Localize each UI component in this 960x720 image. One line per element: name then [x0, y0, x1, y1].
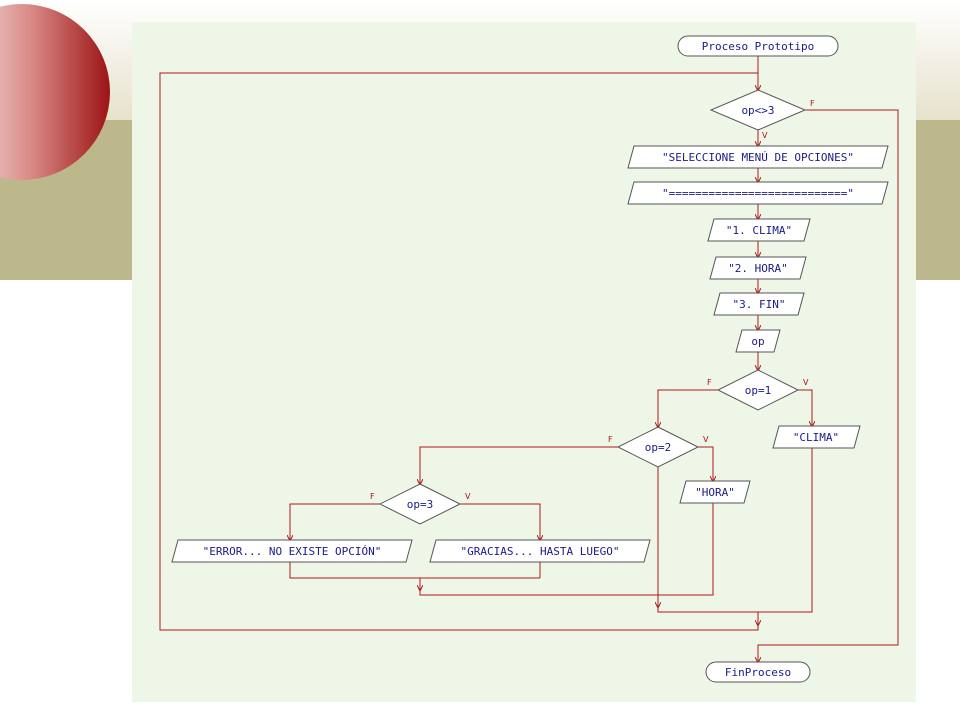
svg-text:V: V	[465, 492, 471, 501]
write-menu-title: "SELECCIONE MENÚ DE OPCIONES"	[627, 145, 889, 169]
write-option-3: "3. FIN"	[713, 292, 805, 316]
loop-false-flag: F	[810, 99, 815, 108]
start-label: Proceso Prototipo	[702, 40, 815, 53]
svg-text:"HORA": "HORA"	[695, 486, 735, 499]
svg-text:"ERROR... NO EXISTE OPCIÓN": "ERROR... NO EXISTE OPCIÓN"	[203, 545, 382, 558]
write-separator: "==========================="	[627, 181, 889, 205]
svg-text:op=2: op=2	[645, 441, 672, 454]
end-terminator: FinProceso	[705, 661, 811, 683]
write-gracias: "GRACIAS... HASTA LUEGO"	[429, 539, 651, 563]
decision-op3: op=3 F V	[370, 483, 471, 525]
svg-text:"CLIMA": "CLIMA"	[793, 431, 839, 444]
read-op: op	[735, 329, 781, 353]
write-clima: "CLIMA"	[772, 425, 861, 449]
connectors	[159, 56, 899, 662]
svg-text:"SELECCIONE MENÚ DE OPCIONES": "SELECCIONE MENÚ DE OPCIONES"	[662, 151, 854, 164]
write-error: "ERROR... NO EXISTE OPCIÓN"	[171, 539, 413, 563]
svg-text:V: V	[703, 435, 709, 444]
svg-text:"1. CLIMA": "1. CLIMA"	[726, 224, 792, 237]
svg-text:"===========================": "==========================="	[662, 187, 854, 200]
decision-op1: op=1 F V	[707, 369, 809, 411]
diagram-panel	[132, 22, 916, 702]
svg-text:"GRACIAS... HASTA LUEGO": "GRACIAS... HASTA LUEGO"	[461, 545, 620, 558]
write-hora: "HORA"	[679, 480, 751, 504]
write-option-1: "1. CLIMA"	[707, 218, 811, 242]
svg-text:F: F	[608, 435, 613, 444]
svg-text:"3. FIN": "3. FIN"	[733, 298, 786, 311]
svg-text:op: op	[751, 335, 764, 348]
decision-op2: op=2 F V	[608, 426, 709, 468]
start-terminator: Proceso Prototipo	[677, 35, 839, 57]
write-option-2: "2. HORA"	[709, 256, 807, 280]
svg-text:"2. HORA": "2. HORA"	[728, 262, 788, 275]
end-label: FinProceso	[725, 666, 791, 679]
svg-text:op=1: op=1	[745, 384, 772, 397]
loop-true-flag: V	[762, 131, 768, 140]
svg-text:op=3: op=3	[407, 498, 434, 511]
svg-text:V: V	[803, 378, 809, 387]
loop-condition-label: op<>3	[741, 104, 774, 117]
loop-decision: op<>3 V F	[709, 89, 815, 140]
decorative-circle	[0, 4, 110, 180]
svg-text:F: F	[707, 378, 712, 387]
svg-text:F: F	[370, 492, 375, 501]
